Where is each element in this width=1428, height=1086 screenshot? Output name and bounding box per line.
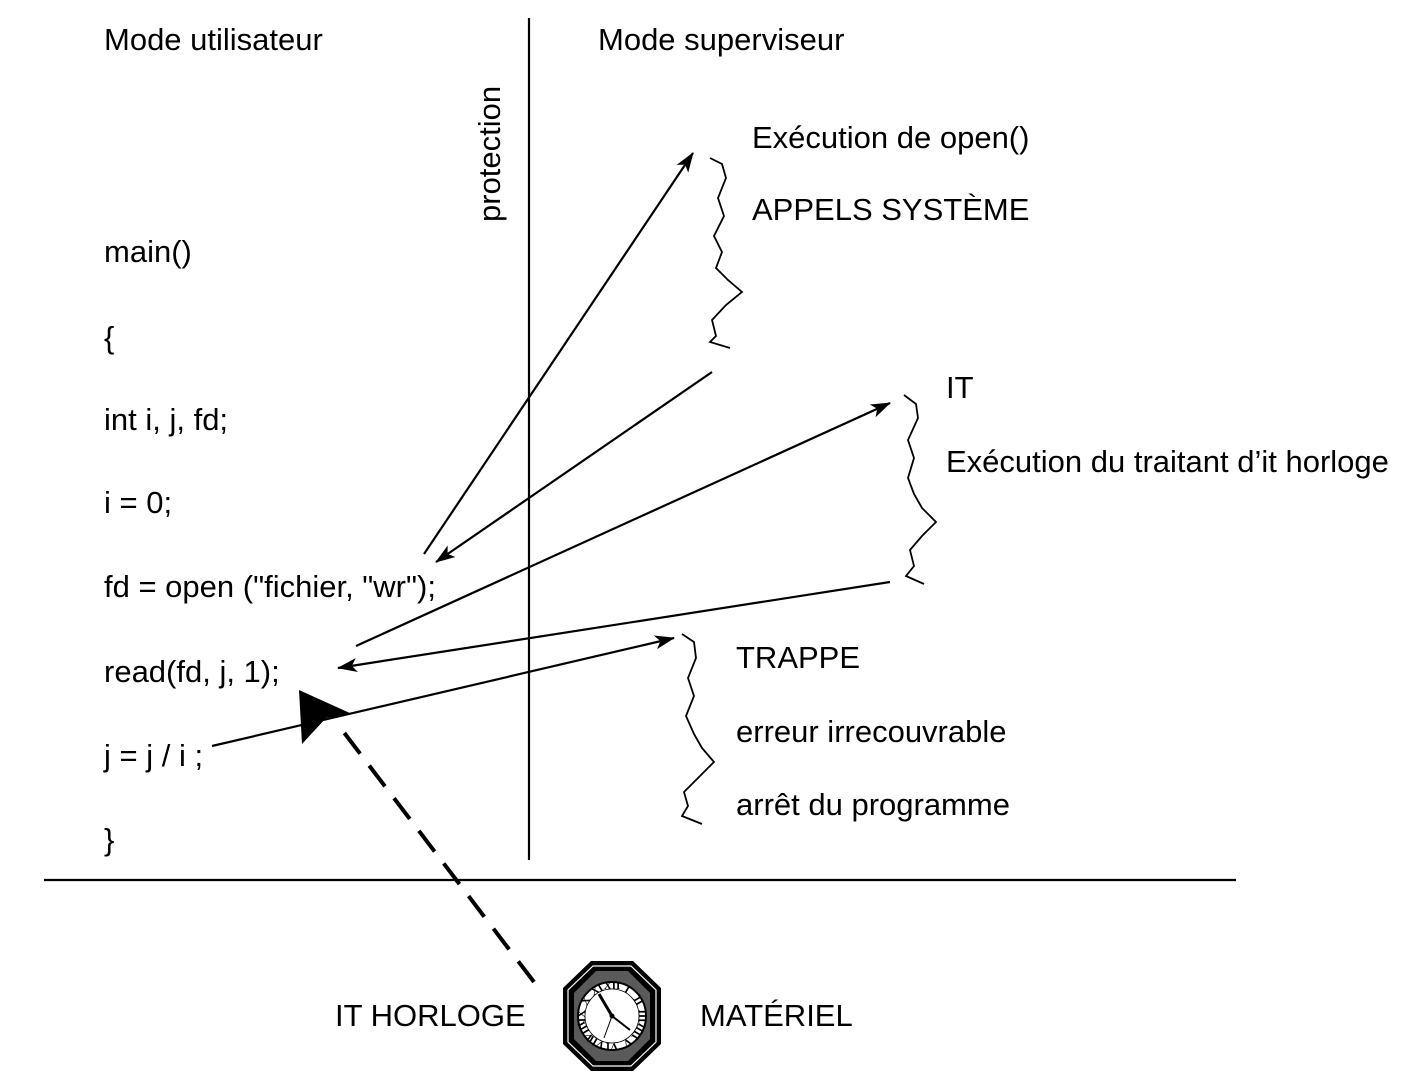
syscall-title-label: APPELS SYSTÈME bbox=[752, 192, 1029, 227]
interrupt-brace bbox=[903, 394, 938, 585]
clock-numeral: IX bbox=[576, 1010, 588, 1022]
code-line-open-call: fd = open ("fichier, "wr"); bbox=[104, 569, 436, 604]
clock-interrupt-arrowhead bbox=[299, 690, 352, 744]
code-listing: main() { int i, j, fd; i = 0; fd = open … bbox=[103, 234, 436, 857]
trap-error-label: erreur irrecouvrable bbox=[736, 714, 1007, 749]
clock-interrupt-arrow bbox=[334, 720, 536, 984]
hardware-label: MATÉRIEL bbox=[700, 998, 853, 1033]
trap-brace bbox=[680, 633, 716, 825]
clock-numeral: XII bbox=[604, 980, 621, 992]
open-syscall-arrow bbox=[423, 152, 694, 555]
code-line-init: i = 0; bbox=[104, 485, 172, 520]
syscall-brace bbox=[708, 157, 744, 349]
supervisor-mode-label: Mode superviseur bbox=[598, 22, 844, 57]
protection-label: protection bbox=[472, 86, 507, 222]
interrupt-return-arrow bbox=[337, 580, 891, 672]
code-line-declaration: int i, j, fd; bbox=[104, 402, 228, 437]
trap-entry-arrow bbox=[211, 635, 675, 748]
interrupt-title-label: IT bbox=[946, 370, 974, 405]
clock-numeral: VI bbox=[606, 1040, 618, 1052]
syscall-return-arrow bbox=[435, 371, 713, 563]
clock-numeral: I bbox=[622, 984, 632, 997]
user-mode-label: Mode utilisateur bbox=[104, 22, 323, 57]
code-line-read-call: read(fd, j, 1); bbox=[104, 654, 280, 689]
syscall-execution-label: Exécution de open() bbox=[752, 120, 1029, 155]
code-line-main: main() bbox=[104, 234, 192, 269]
clock-numeral: XI bbox=[589, 982, 606, 999]
clock-numeral: III bbox=[636, 1010, 648, 1023]
clock-interrupt-label: IT HORLOGE bbox=[335, 998, 526, 1033]
interrupt-execution-label: Exécution du traitant d’it horloge bbox=[946, 444, 1389, 479]
interrupt-entry-arrow bbox=[355, 401, 891, 648]
trap-title-label: TRAPPE bbox=[736, 640, 860, 675]
code-line-division: j = j / i ; bbox=[103, 738, 203, 773]
code-line-open-brace: { bbox=[104, 320, 114, 355]
trap-stop-label: arrêt du programme bbox=[736, 787, 1010, 822]
code-line-close-brace: } bbox=[104, 822, 114, 857]
